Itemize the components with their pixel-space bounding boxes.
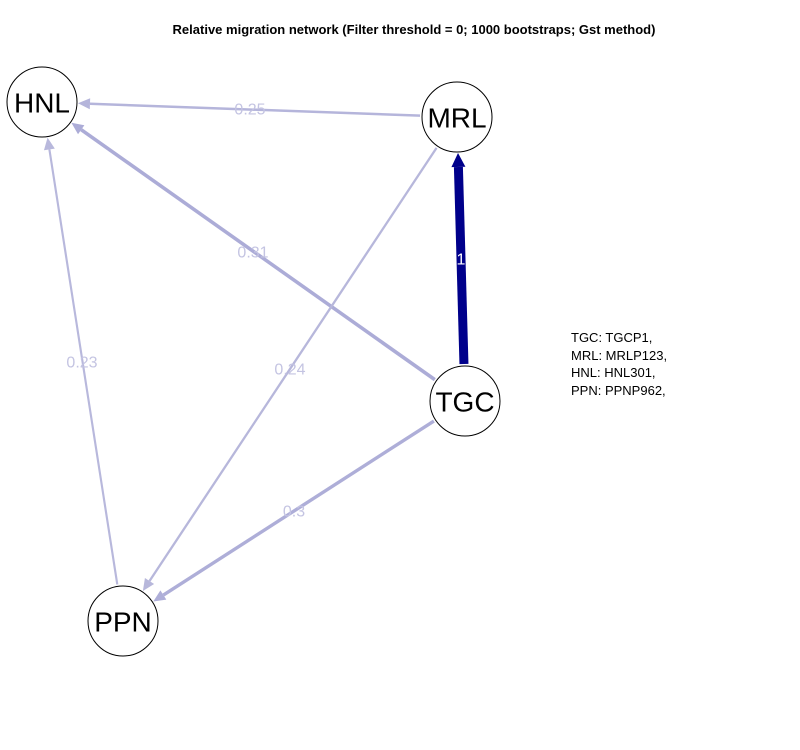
node-label: HNL	[14, 88, 70, 119]
legend-entry: HNL: HNL301,	[571, 365, 656, 380]
edge-mrl-to-ppn	[148, 147, 438, 582]
edge-weight-label: 0.31	[237, 245, 268, 262]
edge-weight-label: 0.23	[66, 355, 97, 372]
legend-entry: MRL: MRLP123,	[571, 347, 668, 363]
edge-tgc-to-hnl	[80, 128, 436, 382]
edge-weight-label: 1	[457, 252, 466, 269]
edges-layer	[43, 98, 469, 602]
legend-entry: PPN: PPNP962,	[571, 382, 666, 398]
legend-entry: TGC: TGCP1,	[571, 330, 653, 345]
edge-arrowhead	[71, 122, 85, 135]
edge-ppn-to-hnl	[48, 149, 119, 585]
node-circle	[87, 585, 159, 657]
node-tgc: TGC	[429, 365, 501, 437]
node-mrl: MRL	[421, 81, 493, 153]
edge-tgc-to-mrl	[453, 166, 469, 365]
node-ppn: PPN	[87, 585, 159, 657]
node-hnl: HNL	[6, 66, 78, 138]
nodes-layer: HNL MRL TGC PPN	[6, 66, 501, 657]
node-label: PPN	[94, 607, 152, 638]
edge-mrl-to-hnl	[89, 102, 421, 117]
edge-arrowhead	[451, 152, 466, 168]
edge-weight-label: 0.24	[274, 362, 305, 379]
node-circle	[429, 365, 501, 437]
edge-tgc-to-ppn	[162, 419, 435, 597]
edge-arrowhead	[142, 577, 155, 591]
edge-arrowhead	[77, 98, 91, 110]
edge-weight-label: 0.3	[283, 504, 305, 521]
edge-arrowhead	[153, 590, 167, 602]
node-circle	[421, 81, 493, 153]
node-label: TGC	[435, 387, 494, 418]
node-label: MRL	[427, 103, 486, 134]
edge-weight-label: 0.25	[234, 102, 265, 119]
node-circle	[6, 66, 78, 138]
network-title: Relative migration network (Filter thres…	[172, 22, 656, 37]
population-legend: TGC: TGCP1, MRL: MRLP123, HNL: HNL301, P…	[571, 329, 667, 399]
edge-arrowhead	[43, 137, 55, 151]
